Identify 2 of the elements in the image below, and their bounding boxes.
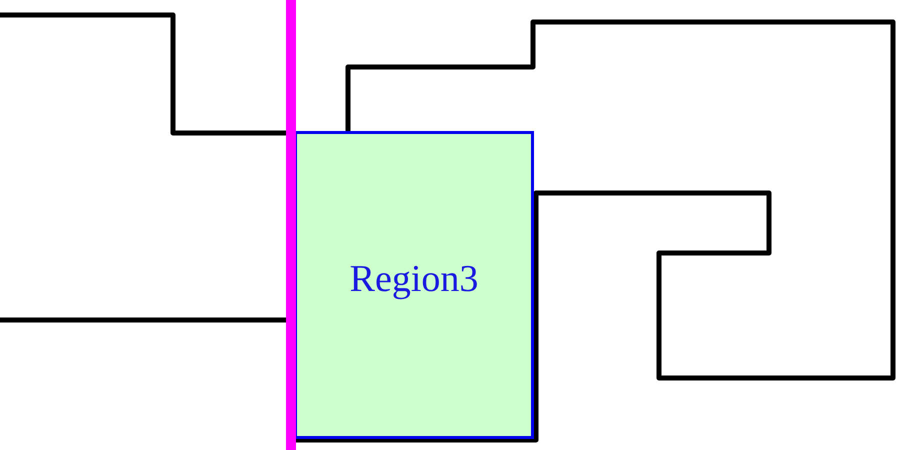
region-rectangle [294,131,534,439]
region-label: Region3 [350,259,478,301]
